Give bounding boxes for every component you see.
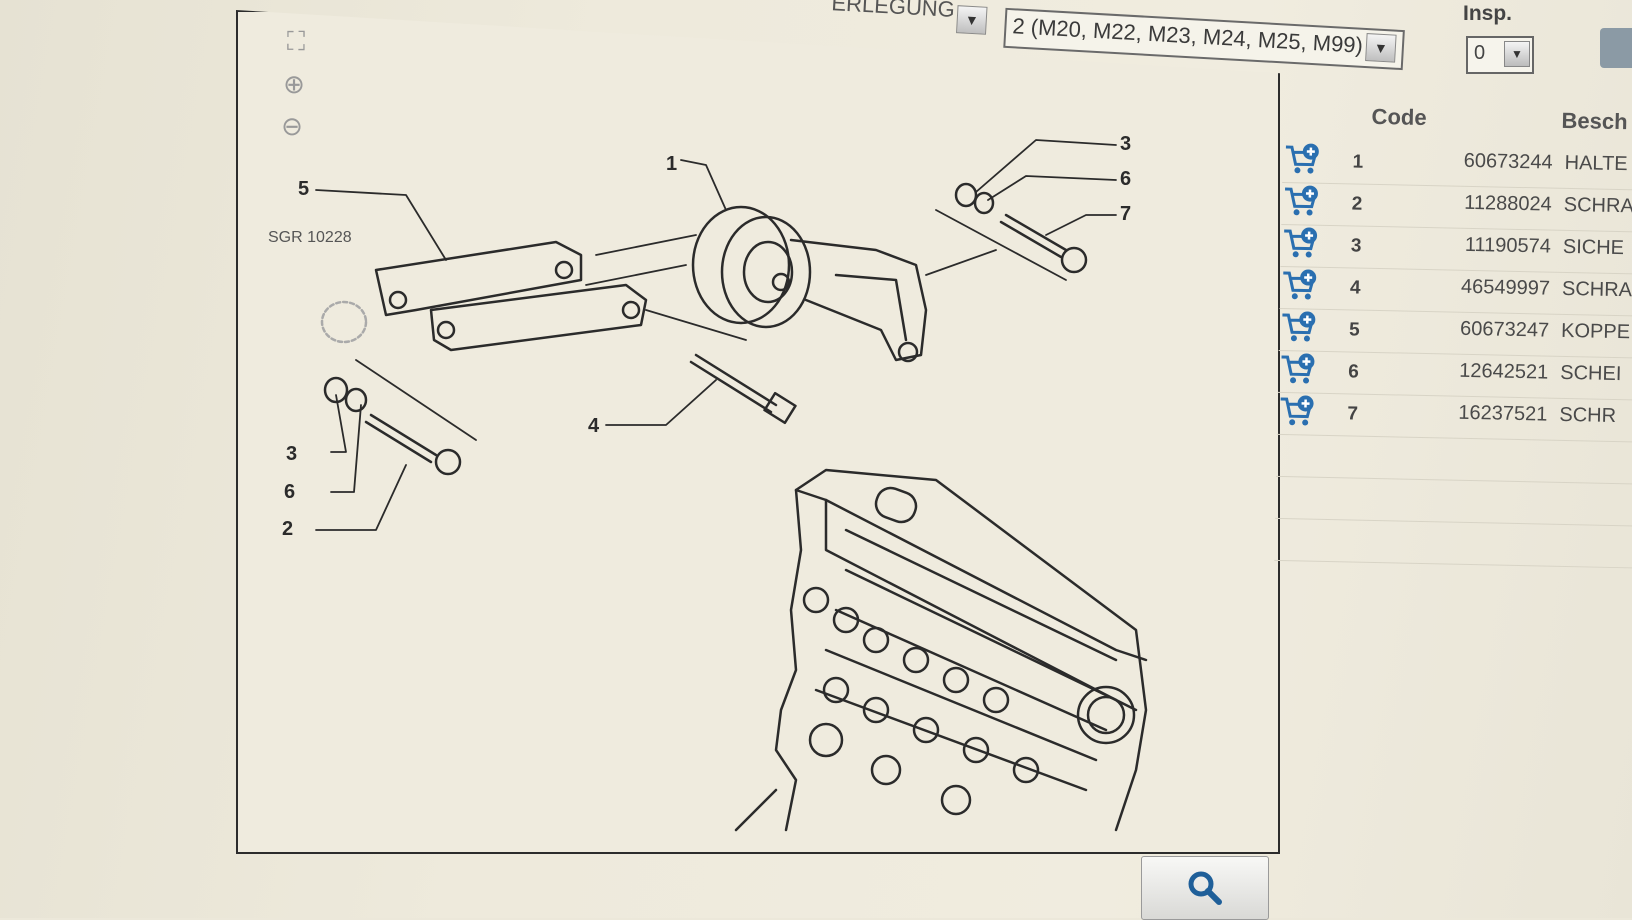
column-header-code: Code: [1371, 103, 1427, 130]
add-to-cart-icon[interactable]: [1279, 310, 1318, 345]
parts-table: Code Besch 1 60673244 HALTE 2 11288024 S…: [1274, 96, 1632, 569]
search-icon: [1188, 871, 1222, 905]
row-code: 46549997: [1460, 275, 1551, 300]
table-row[interactable]: 4 46549997 SCHRA: [1280, 266, 1632, 316]
row-description: SCHRA: [1563, 193, 1632, 218]
row-position: 3: [1350, 235, 1362, 257]
insp-select-arrow[interactable]: ▼: [1504, 41, 1530, 67]
zoom-search-button[interactable]: [1141, 856, 1269, 920]
callout-4: 4: [588, 415, 600, 437]
callout-1: 1: [666, 153, 677, 175]
insp-select[interactable]: 0 ▼: [1466, 36, 1534, 74]
add-to-cart-icon[interactable]: [1278, 352, 1317, 387]
table-row[interactable]: 1 60673244 HALTE: [1282, 140, 1632, 190]
row-code: 16237521: [1458, 401, 1548, 426]
callout-6-left: 6: [284, 481, 295, 503]
engine-block-graphic: [734, 468, 1148, 832]
row-code: 11288024: [1464, 191, 1553, 216]
row-description: SCHEI: [1560, 361, 1622, 386]
engine-mount-graphic: [691, 205, 928, 363]
drawing-reference: SGR 10228: [268, 229, 352, 246]
zoom-in-icon[interactable]: ⊕: [283, 68, 305, 99]
bolt-4-graphic: [689, 353, 797, 425]
row-code: 11190574: [1464, 233, 1552, 258]
callout-5: 5: [298, 178, 309, 200]
row-description: SCHRA: [1561, 277, 1632, 302]
table-row[interactable]: 7 16237521 SCHR: [1277, 392, 1632, 442]
zoom-out-icon[interactable]: ⊖: [281, 110, 303, 141]
add-to-cart-icon[interactable]: [1282, 142, 1321, 177]
row-description: HALTE: [1564, 151, 1628, 176]
row-position: 2: [1351, 193, 1363, 215]
table-row[interactable]: 6 12642521 SCHEI: [1278, 350, 1632, 400]
row-position: 4: [1349, 277, 1361, 299]
drawing-canvas: 5 1 3 6 7 3 6 2 4 SGR 10228: [268, 133, 1148, 832]
row-position: 1: [1352, 151, 1364, 173]
add-to-cart-icon[interactable]: [1277, 394, 1316, 429]
row-code: 12642521: [1459, 359, 1549, 384]
add-to-cart-icon[interactable]: [1281, 226, 1320, 261]
callout-2: 2: [282, 518, 293, 540]
row-position: 6: [1348, 361, 1360, 383]
bolt-2-graphic: [323, 376, 462, 476]
add-to-cart-icon[interactable]: [1281, 184, 1320, 219]
table-row[interactable]: 5 60673247 KOPPE: [1279, 308, 1632, 358]
callout-7: 7: [1120, 203, 1131, 225]
row-description: SCHR: [1559, 403, 1617, 428]
settings-icon[interactable]: [1600, 28, 1632, 68]
table-row[interactable]: 2 11288024 SCHRA: [1281, 182, 1632, 232]
row-code: 60673247: [1459, 317, 1550, 342]
row-code: 60673244: [1463, 149, 1553, 174]
table-row[interactable]: 3 11190574 SICHE: [1280, 224, 1632, 274]
bolt-7-graphic: [954, 182, 1088, 274]
exploded-view-drawing: [236, 10, 1280, 854]
column-header-description: Besch: [1561, 107, 1628, 135]
row-description: KOPPE: [1560, 319, 1631, 344]
insp-select-value: 0: [1474, 42, 1486, 64]
add-to-cart-icon[interactable]: [1280, 268, 1319, 303]
row-description: SICHE: [1562, 235, 1625, 260]
insp-label: Insp.: [1463, 2, 1513, 25]
callout-3-right: 3: [1120, 133, 1131, 155]
row-position: 7: [1347, 403, 1359, 425]
callout-6-right: 6: [1120, 168, 1131, 190]
fit-page-icon[interactable]: ⛶: [286, 26, 306, 56]
callout-3-left: 3: [286, 443, 297, 465]
variant-select-arrow[interactable]: ▼: [1365, 33, 1397, 63]
row-position: 5: [1348, 319, 1360, 341]
coupling-rod-graphic: [374, 240, 648, 352]
